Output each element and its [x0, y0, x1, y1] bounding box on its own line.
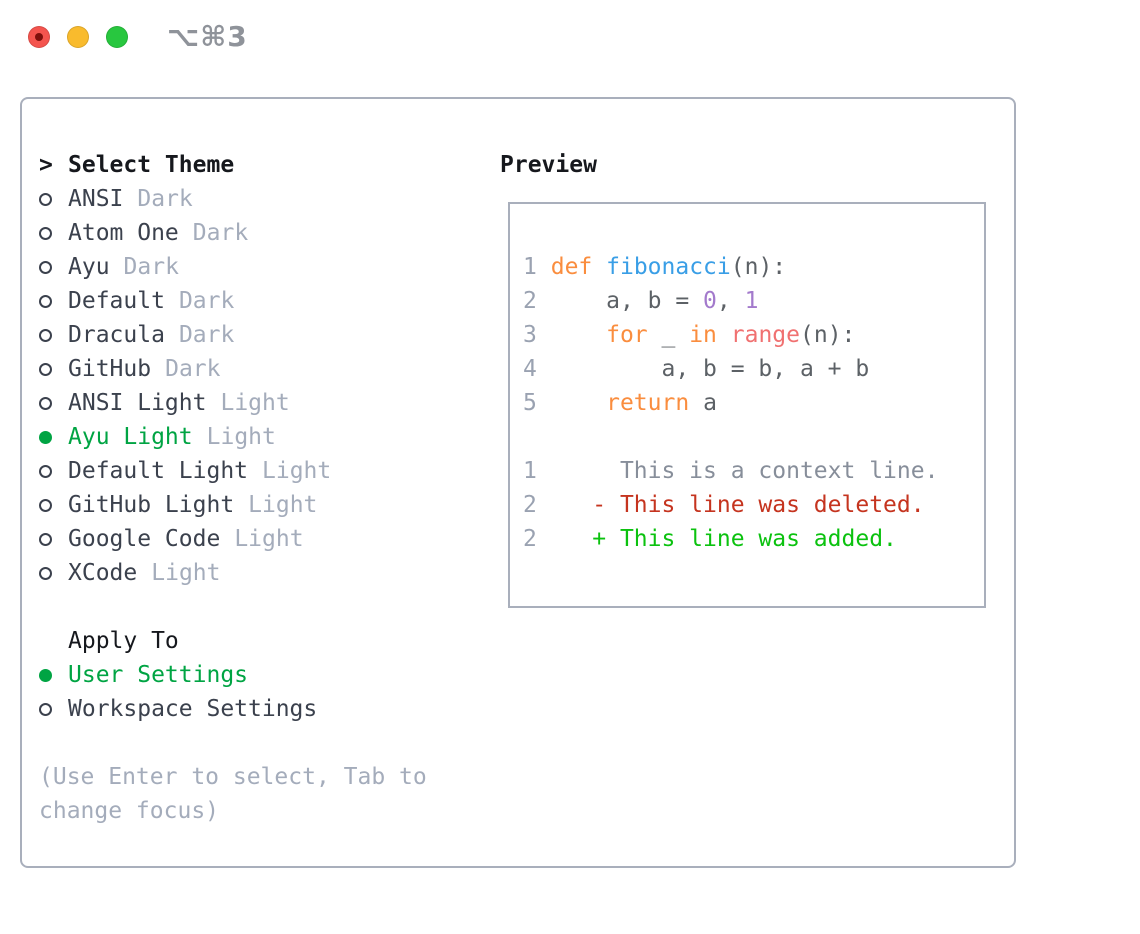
- select-theme-title: Select Theme: [68, 152, 235, 178]
- radio-selected-icon: [39, 668, 68, 682]
- theme-option[interactable]: Google Code Light: [39, 522, 489, 556]
- prompt-icon: >: [39, 152, 53, 178]
- radio-icon: [39, 260, 68, 274]
- select-theme-header: > Select Theme: [39, 148, 489, 182]
- variant-label: Light: [234, 526, 304, 552]
- code-line: 3 for _ in range(n):: [523, 322, 856, 348]
- theme-option[interactable]: Default Dark: [39, 284, 489, 318]
- variant-label: Dark: [192, 220, 249, 246]
- option-label: Ayu Light: [68, 424, 193, 450]
- apply-to-title: Apply To: [68, 628, 179, 654]
- option-label: User Settings: [68, 662, 249, 688]
- minimize-button[interactable]: [67, 26, 89, 48]
- code-line: 1 This is a context line.: [523, 458, 939, 484]
- radio-icon: [39, 226, 68, 240]
- apply-to-option[interactable]: User Settings: [39, 658, 489, 692]
- window-shortcut-label: ⌥⌘3: [167, 20, 248, 53]
- theme-option[interactable]: Default Light Light: [39, 454, 489, 488]
- option-label: Default Light: [68, 458, 249, 484]
- close-button[interactable]: [28, 26, 50, 48]
- code-preview: 1 def fibonacci(n): 2 a, b = 0, 1 3 for _ …: [510, 204, 984, 556]
- option-label: XCode: [68, 560, 138, 586]
- code-line: [523, 420, 984, 454]
- code-line: 2 + This line was added.: [523, 526, 897, 552]
- option-label: GitHub Light: [68, 492, 235, 518]
- preview-title: Preview: [500, 152, 597, 178]
- apply-to-header: Apply To: [39, 624, 489, 658]
- preview-pane: 1 def fibonacci(n): 2 a, b = 0, 1 3 for _ …: [508, 202, 986, 608]
- theme-option[interactable]: Ayu Dark: [39, 250, 489, 284]
- theme-option[interactable]: Dracula Dark: [39, 318, 489, 352]
- code-line: 4 a, b = b, a + b: [523, 356, 870, 382]
- theme-option[interactable]: Atom One Dark: [39, 216, 489, 250]
- theme-option[interactable]: GitHub Dark: [39, 352, 489, 386]
- variant-label: Light: [206, 424, 276, 450]
- theme-option[interactable]: Ayu Light Light: [39, 420, 489, 454]
- radio-icon: [39, 192, 68, 206]
- theme-option[interactable]: ANSI Dark: [39, 182, 489, 216]
- traffic-lights: [28, 26, 128, 48]
- keyboard-hint: (Use Enter to select, Tab to change focu…: [39, 764, 427, 824]
- apply-to-option[interactable]: Workspace Settings: [39, 692, 489, 726]
- code-line: 1 def fibonacci(n):: [523, 254, 787, 280]
- variant-label: Dark: [137, 186, 193, 212]
- option-label: Default: [68, 288, 165, 314]
- zoom-button[interactable]: [106, 26, 128, 48]
- option-label: Workspace Settings: [68, 696, 318, 722]
- radio-icon: [39, 464, 68, 478]
- code-line: 5 return a: [523, 390, 717, 416]
- option-label: ANSI Light: [68, 390, 207, 416]
- theme-option[interactable]: XCode Light: [39, 556, 489, 590]
- radio-icon: [39, 532, 68, 546]
- option-label: Ayu: [68, 254, 110, 280]
- option-label: GitHub: [68, 356, 152, 382]
- option-label: Atom One: [68, 220, 179, 246]
- radio-icon: [39, 328, 68, 342]
- variant-label: Light: [151, 560, 221, 586]
- variant-label: Dark: [123, 254, 179, 280]
- radio-icon: [39, 294, 68, 308]
- theme-option[interactable]: ANSI Light Light: [39, 386, 489, 420]
- code-line: 2 - This line was deleted.: [523, 492, 925, 518]
- variant-label: Dark: [178, 288, 235, 314]
- variant-label: Light: [262, 458, 332, 484]
- radio-icon: [39, 702, 68, 716]
- option-label: ANSI: [68, 186, 124, 212]
- variant-label: Light: [248, 492, 318, 518]
- radio-icon: [39, 498, 68, 512]
- radio-selected-icon: [39, 430, 68, 444]
- option-label: Google Code: [68, 526, 221, 552]
- variant-label: Light: [220, 390, 290, 416]
- radio-icon: [39, 362, 68, 376]
- radio-icon: [39, 396, 68, 410]
- variant-label: Dark: [165, 356, 221, 382]
- radio-icon: [39, 566, 68, 580]
- option-label: Dracula: [68, 322, 165, 348]
- code-line: 2 a, b = 0, 1: [523, 288, 759, 314]
- theme-option[interactable]: GitHub Light Light: [39, 488, 489, 522]
- variant-label: Dark: [178, 322, 235, 348]
